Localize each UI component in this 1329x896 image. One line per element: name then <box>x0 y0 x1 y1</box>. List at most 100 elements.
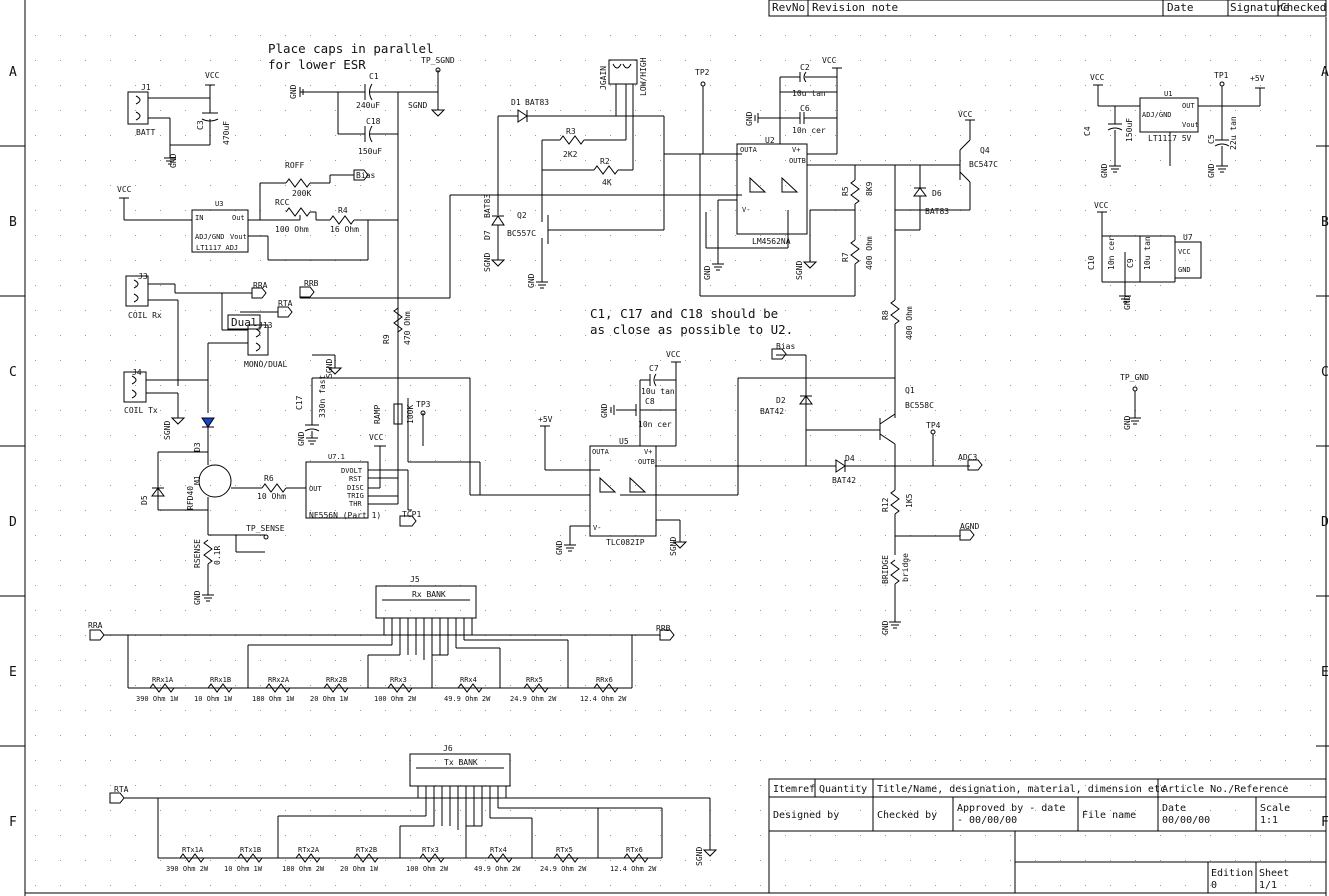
label-gnd-q2: GND <box>527 273 536 288</box>
label-d1-part: BAT83 <box>525 98 549 107</box>
label-r7-val: 400 Ohm <box>865 236 874 270</box>
label-gnd-rsense: GND <box>193 590 202 605</box>
label-ramp: RAMP <box>373 405 382 424</box>
label-rrb-bank: RRB <box>656 624 671 633</box>
label-c18-val: 150uF <box>358 147 382 156</box>
label-c5-val: 22u tan <box>1229 116 1238 150</box>
label-u5-vminus: V- <box>593 524 601 532</box>
label-vcc-u5: VCC <box>666 350 681 359</box>
u2-section: OUTA V+ OUTB V- U2 LM4562NA VCC C2 10u t… <box>699 56 998 300</box>
tx-resistor-ref-0: RTx1A <box>182 846 204 854</box>
label-c10-val: 10n cer <box>1107 236 1116 270</box>
label-u2-outb: OUTB <box>789 157 806 165</box>
row-letter-f: F <box>9 815 17 830</box>
label-rsense: RSENSE <box>193 539 202 568</box>
tb-itemref: Itemref <box>773 784 815 795</box>
rx-resistor-ref-3: RRx2B <box>326 676 347 684</box>
label-q1: Q1 <box>905 386 915 395</box>
label-r5-val: 8K9 <box>865 181 874 196</box>
label-r2: R2 <box>600 157 610 166</box>
label-vcc-u71: VCC <box>369 433 384 442</box>
label-r3-val: 2K2 <box>563 150 578 159</box>
label-j13: J13 <box>258 321 273 330</box>
label-d1: D1 <box>511 98 521 107</box>
row-letter-b: B <box>9 215 17 230</box>
label-u71-out: OUT <box>309 485 322 493</box>
label-c17: C17 <box>295 395 304 410</box>
label-u2-vminus: V- <box>742 206 750 214</box>
rev-header-revno: RevNo <box>772 1 805 14</box>
label-tcp1: TCP1 <box>402 510 421 519</box>
label-c18: C18 <box>366 117 381 126</box>
label-c4: C4 <box>1083 126 1092 136</box>
rev-header-note: Revision note <box>812 1 898 14</box>
tb-quantity: Quantity <box>819 784 867 795</box>
tx-resistor-ref-7: RTx6 <box>626 846 643 854</box>
label-sgnd-d7: SGND <box>483 253 492 272</box>
label-vcc-u7: VCC <box>1094 201 1109 210</box>
rev-header-signature: Signature <box>1230 1 1290 14</box>
label-d3: D3 <box>193 442 202 452</box>
label-jgain: JGAIN <box>599 66 608 90</box>
label-c8: C8 <box>645 397 655 406</box>
label-u2-vplus: V+ <box>792 146 800 154</box>
note-esr-line2: for lower ESR <box>268 57 366 72</box>
note-u2-line1: C1, C17 and C18 should be <box>590 306 778 321</box>
tx-resistor-val-7: 12.4 Ohm 2W <box>610 865 657 873</box>
label-agnd: AGND <box>960 522 979 531</box>
title-block: Itemref Quantity Title/Name, designation… <box>768 778 1327 894</box>
label-u2-part: LM4562NA <box>752 237 791 246</box>
tb-approved-date: - 00/00/00 <box>957 815 1017 826</box>
label-rra-j3: RRA <box>253 281 268 290</box>
tx-resistor-val-4: 100 Ohm 2W <box>406 865 449 873</box>
label-d7-part: BAT83 <box>483 194 492 218</box>
label-sgnd-u5: SGND <box>669 537 678 556</box>
label-u71-pin-rst: RST <box>349 475 362 483</box>
tb-designed-by: Designed by <box>773 810 839 821</box>
tx-resistor-ref-6: RTx5 <box>556 846 573 854</box>
label-roff: ROFF <box>285 161 304 170</box>
label-tp2: TP2 <box>695 68 710 77</box>
label-u3-adj: ADJ/GND <box>195 233 225 241</box>
label-tp-sgnd: TP_SGND <box>421 56 455 65</box>
label-r9-val: 470 Ohm <box>403 311 412 345</box>
label-r6-val: 10 Ohm <box>257 492 286 501</box>
label-gnd-u5: GND <box>555 540 564 555</box>
label-q1-part: BC558C <box>905 401 934 410</box>
tb-scale-label: Scale <box>1260 803 1290 814</box>
note-esr-line1: Place caps in parallel <box>268 41 434 56</box>
label-r12-val: 1K5 <box>905 493 914 508</box>
label-gnd-c8: GND <box>600 403 609 418</box>
label-c17-val: 330n fast <box>318 374 327 418</box>
label-q4-part: BC547C <box>969 160 998 169</box>
tx-resistor-val-6: 24.9 Ohm 2W <box>540 865 587 873</box>
tb-file-name: File name <box>1082 810 1136 821</box>
label-gnd-tp: GND <box>1123 415 1132 430</box>
right-row-letter-c: C <box>1321 365 1329 380</box>
label-tp-gnd: TP_GND <box>1120 373 1149 382</box>
rx-resistor-ref-2: RRx2A <box>268 676 290 684</box>
label-c7-val: 10u tan <box>641 387 675 396</box>
label-roff-val: 200K <box>292 189 311 198</box>
label-rsense-val: 0.1R <box>213 546 222 565</box>
label-r8-val: 400 Ohm <box>905 306 914 340</box>
rx-resistor-ref-5: RRx4 <box>460 676 477 684</box>
label-c3-val: 470uF <box>222 121 231 145</box>
rev-header-checked: Checked <box>1280 1 1326 14</box>
label-batt: BATT <box>136 128 155 137</box>
mosfet-section: D3 D5 M1 RFD40 R6 10 Ohm RSENSE 0.1R TP_… <box>140 417 306 605</box>
tb-checked-by: Checked by <box>877 810 937 821</box>
gain-section: JGAIN LOW/HIGH D1 BAT83 R3 2K2 R2 4K TP2… <box>299 57 742 299</box>
label-d2-part: BAT42 <box>760 407 784 416</box>
row-letter-e: E <box>9 665 17 680</box>
u1-section: U1 ADJ/GND OUT Vout LT1117 5V VCC TP1 +5… <box>1083 71 1265 178</box>
label-gnd-u2: GND <box>703 265 712 280</box>
label-adc3: ADC3 <box>958 453 977 462</box>
label-u3-in: IN <box>195 214 203 222</box>
label-u5-vplus: V+ <box>644 448 652 456</box>
label-c2: C2 <box>800 63 810 72</box>
label-u5-outb: OUTB <box>638 458 655 466</box>
u5-section: OUTA V+ OUTB V- U5 TLC082IP +5V VCC C7 1… <box>538 350 688 556</box>
